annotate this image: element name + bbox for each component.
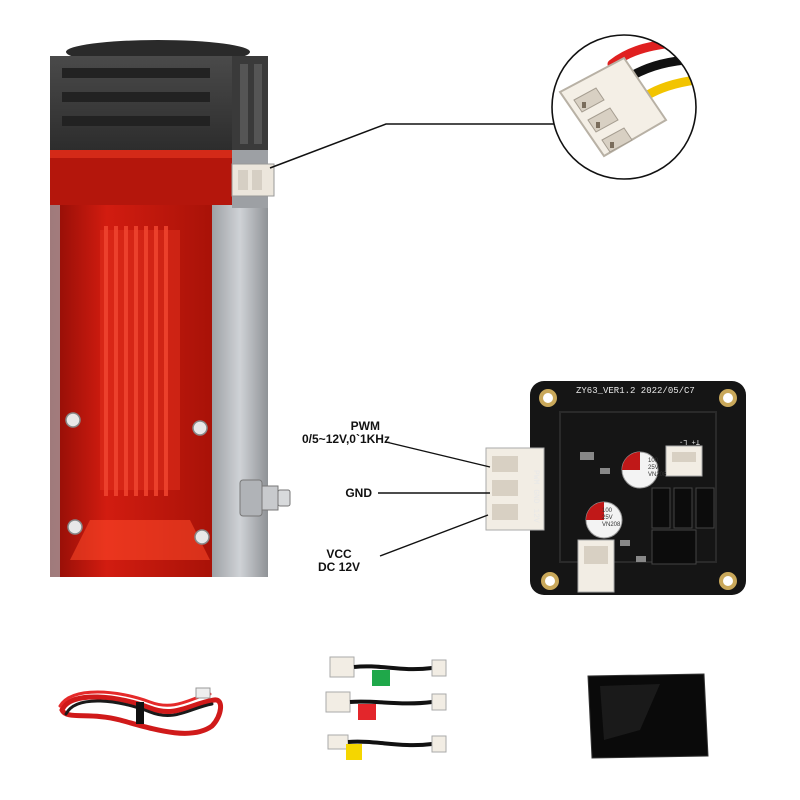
screws [65,412,210,545]
board-side-marking: T+ L- [679,437,700,445]
board-input-connector [485,447,545,531]
gnd-label: GND [345,486,372,500]
zoom-connector-plug [558,56,668,158]
capacitor-marking: 25V [648,465,659,471]
pwm-spec: 0/5~12V,0`1KHz [302,432,390,446]
pcb [530,381,746,595]
adapter-cable-green [329,656,447,686]
vcc-title: VCC [326,547,352,561]
capacitor-marking: 100 [602,508,613,514]
pwm-label: PWM 0/5~12V,0`1KHz [302,419,390,446]
board-silkscreen: ZY63_VER1.2 2022/05/C7 [576,386,695,396]
capacitor-marking: 25V [602,515,613,521]
vcc-label: VCC DC 12V [300,548,378,574]
fan-housing [50,40,268,152]
laser-red-shell [50,150,232,577]
adapter-cable-yellow [327,734,447,760]
board-connector-marking: PWM GND 12V [531,470,540,523]
vcc-spec: DC 12V [317,560,361,574]
capacitors [585,451,659,539]
capacitor-marking: 100 [648,458,659,464]
module-connector [231,163,275,197]
pwm-title: PWM [350,419,380,433]
power-cable [58,687,223,736]
zoom-leader-line [269,123,554,169]
capacitor-marking: VN208 [602,522,621,528]
capacitor-marking: VN208 [648,472,667,478]
air-nozzle [239,479,291,517]
pin-callout-lines [378,441,491,557]
board-connector-right [665,445,703,477]
board-connector-bottom [577,539,615,593]
protective-film [587,673,709,759]
adapter-cable-red [325,691,447,720]
